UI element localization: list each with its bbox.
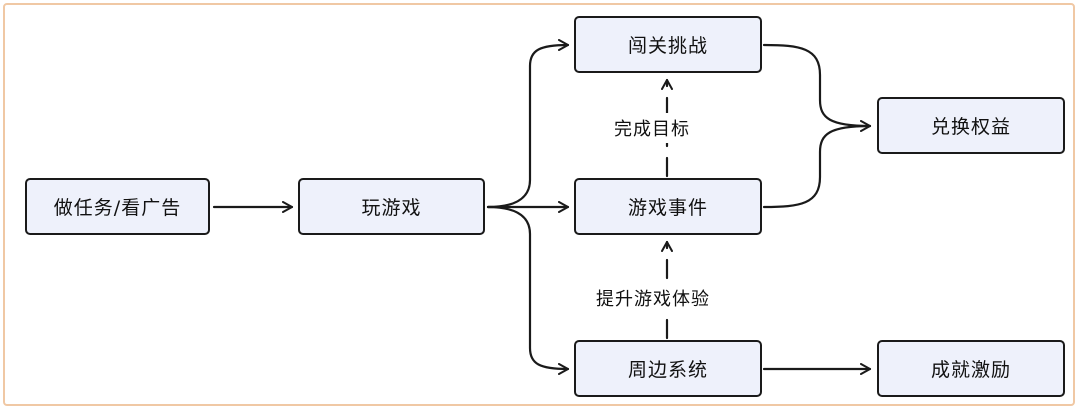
node-peripheral-system[interactable]: 周边系统 <box>574 340 762 397</box>
node-tasks-ads[interactable]: 做任务/看广告 <box>25 178 210 235</box>
edge-play-to-challenge <box>486 39 570 209</box>
edge-label-improve-experience: 提升游戏体验 <box>590 283 716 313</box>
node-level-challenge[interactable]: 闯关挑战 <box>574 16 762 73</box>
node-play-game[interactable]: 玩游戏 <box>298 178 485 235</box>
node-game-event[interactable]: 游戏事件 <box>574 178 762 235</box>
node-achievement-incentive[interactable]: 成就激励 <box>877 340 1065 397</box>
edge-challenge-to-redeem <box>762 43 872 132</box>
edge-play-to-periphery <box>486 205 570 375</box>
edge-label-complete-goal: 完成目标 <box>608 113 696 143</box>
edge-event-to-redeem <box>762 124 872 209</box>
node-redeem-rights[interactable]: 兑换权益 <box>877 97 1065 154</box>
